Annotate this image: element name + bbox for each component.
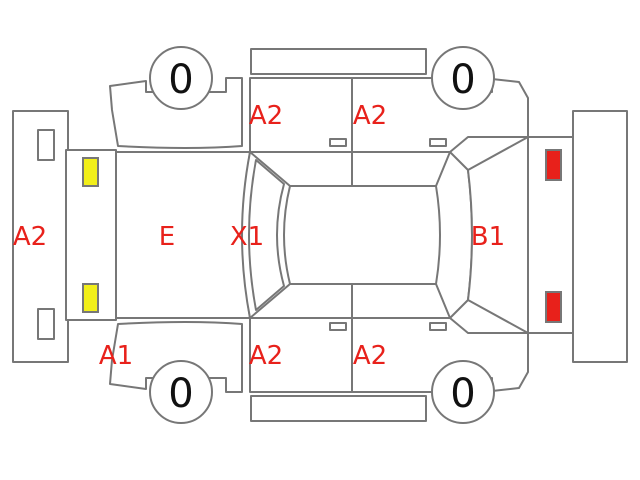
code-rear-glass: B1 xyxy=(471,222,505,252)
front-bumper-slot-bottom xyxy=(37,308,55,340)
upper-front-door-handle xyxy=(329,138,347,147)
tire-front-right-value: 0 xyxy=(168,371,193,417)
tire-front-right: 0 xyxy=(149,360,213,424)
code-left-fender: A1 xyxy=(99,341,133,371)
front-lamp-top xyxy=(82,157,99,187)
code-right-rear-door: A2 xyxy=(353,341,387,371)
rear-bumper xyxy=(572,110,628,363)
tire-rear-left: 0 xyxy=(431,46,495,110)
front-lamp-bottom xyxy=(82,283,99,313)
windshield-inner xyxy=(248,159,285,311)
rear-lamp-top xyxy=(545,149,562,181)
windshield-frame xyxy=(249,151,451,319)
rear-lamp-bottom xyxy=(545,291,562,323)
code-left-rear-door: A2 xyxy=(353,101,387,131)
car-upper-side xyxy=(109,77,243,149)
roof-inner xyxy=(283,185,441,285)
code-left-front-door: A2 xyxy=(249,101,283,131)
tire-rear-right: 0 xyxy=(431,360,495,424)
code-windshield: X1 xyxy=(230,222,264,252)
lower-rear-door-handle xyxy=(429,322,447,331)
code-front-bumper: A2 xyxy=(13,222,47,252)
lower-front-door-handle xyxy=(329,322,347,331)
car-lower-side xyxy=(109,321,243,393)
tire-front-left: 0 xyxy=(149,46,213,110)
tire-front-left-value: 0 xyxy=(168,57,193,103)
tire-rear-left-value: 0 xyxy=(450,57,475,103)
rear-glass-panel xyxy=(467,136,529,334)
tire-rear-right-value: 0 xyxy=(450,371,475,417)
code-right-front-door: A2 xyxy=(249,341,283,371)
code-hood: E xyxy=(159,222,175,252)
front-bumper-slot-top xyxy=(37,129,55,161)
lower-side-panel xyxy=(250,395,427,422)
upper-side-panel xyxy=(250,48,427,75)
upper-rear-door-handle xyxy=(429,138,447,147)
